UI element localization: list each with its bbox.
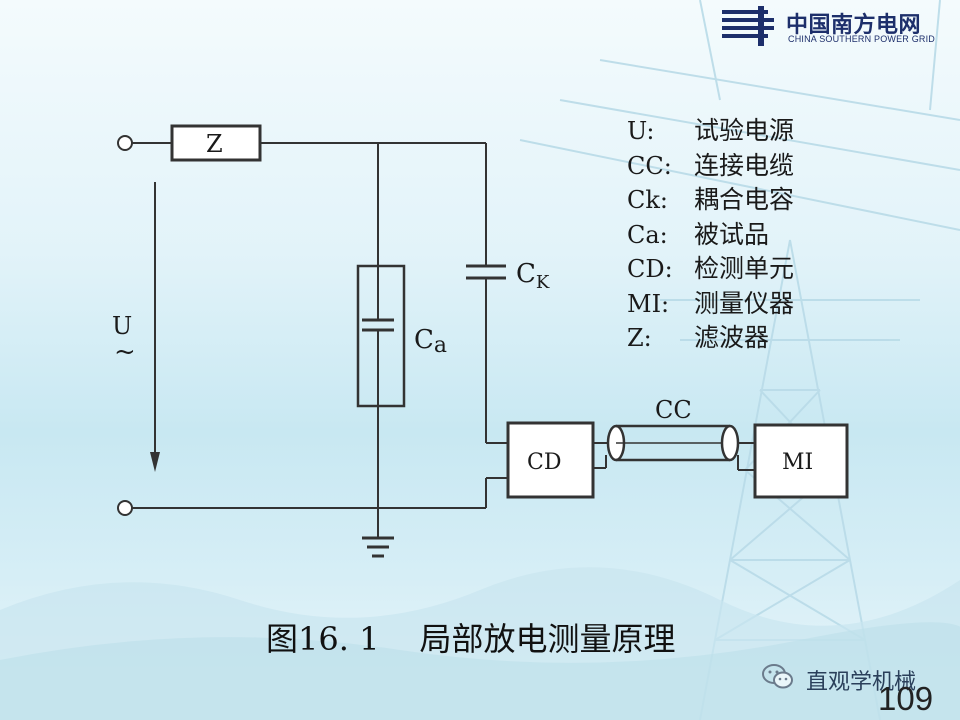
label-cd: CD [527, 450, 561, 475]
legend-code: Ca: [627, 220, 668, 249]
label-z: Z [206, 130, 223, 158]
legend-item: MI: 测量仪器 [627, 287, 794, 322]
legend-code: U: [627, 117, 655, 145]
legend-item: Z: 滤波器 [627, 321, 794, 356]
legend-code: MI: [627, 289, 670, 318]
figure-title: 局部放电测量原理 [419, 620, 676, 658]
legend-item: CC: 连接电缆 [627, 149, 794, 184]
test-object-ca-box [356, 264, 406, 408]
legend-code: Z: [627, 324, 652, 352]
measuring-instrument-mi-box [753, 423, 849, 499]
legend-item: CD: 检测单元 [627, 252, 794, 287]
china-southern-power-grid-logo: 中国南方电网 CHINA SOUTHERN POWER GRID [722, 4, 954, 48]
legend-code: CD: [627, 255, 673, 283]
label-u: U [112, 312, 132, 340]
page-number: 109 [878, 680, 934, 717]
label-ca: Ca [414, 325, 447, 358]
top-terminal [117, 135, 133, 151]
legend-code: Ck: [627, 186, 668, 214]
power-grid-logo-icon [722, 6, 774, 46]
legend-desc: 滤波器 [694, 323, 770, 352]
wechat-account-name: 直观学机械 [806, 670, 917, 695]
logo-name-cn: 中国南方电网 [786, 13, 922, 38]
wechat-icon [762, 664, 793, 689]
voltage-arrow-head [150, 452, 160, 472]
legend-desc: 被试品 [694, 219, 770, 249]
legend-desc: 试验电源 [694, 116, 795, 145]
label-ck: CK [516, 259, 550, 293]
label-u-tilde: ~ [114, 337, 136, 367]
ground-symbol [362, 536, 394, 558]
figure-label: 图16. 1 [266, 620, 380, 658]
detection-unit-cd-box [506, 421, 595, 499]
logo-name-en: CHINA SOUTHERN POWER GRID [788, 34, 936, 44]
legend-item: Ca: 被试品 [627, 218, 794, 253]
label-cc: CC [655, 396, 692, 424]
legend-desc: 测量仪器 [694, 288, 795, 318]
legend-desc: 耦合电容 [694, 185, 795, 214]
label-mi: MI [782, 450, 813, 475]
legend-desc: 检测单元 [694, 254, 795, 283]
legend-item: Ck: 耦合电容 [627, 183, 794, 218]
legend-desc: 连接电缆 [694, 150, 795, 180]
legend: U: 试验电源 CC: 连接电缆 Ck: 耦合电容 Ca: 被试品 CD: 检测单元 MI… [627, 114, 794, 356]
legend-code: CC: [627, 151, 672, 180]
coax-cable-cc [606, 424, 740, 462]
legend-item: U: 试验电源 [627, 114, 794, 149]
bottom-terminal [117, 500, 133, 516]
figure-caption: 图16. 1 局部放电测量原理 [266, 614, 675, 660]
